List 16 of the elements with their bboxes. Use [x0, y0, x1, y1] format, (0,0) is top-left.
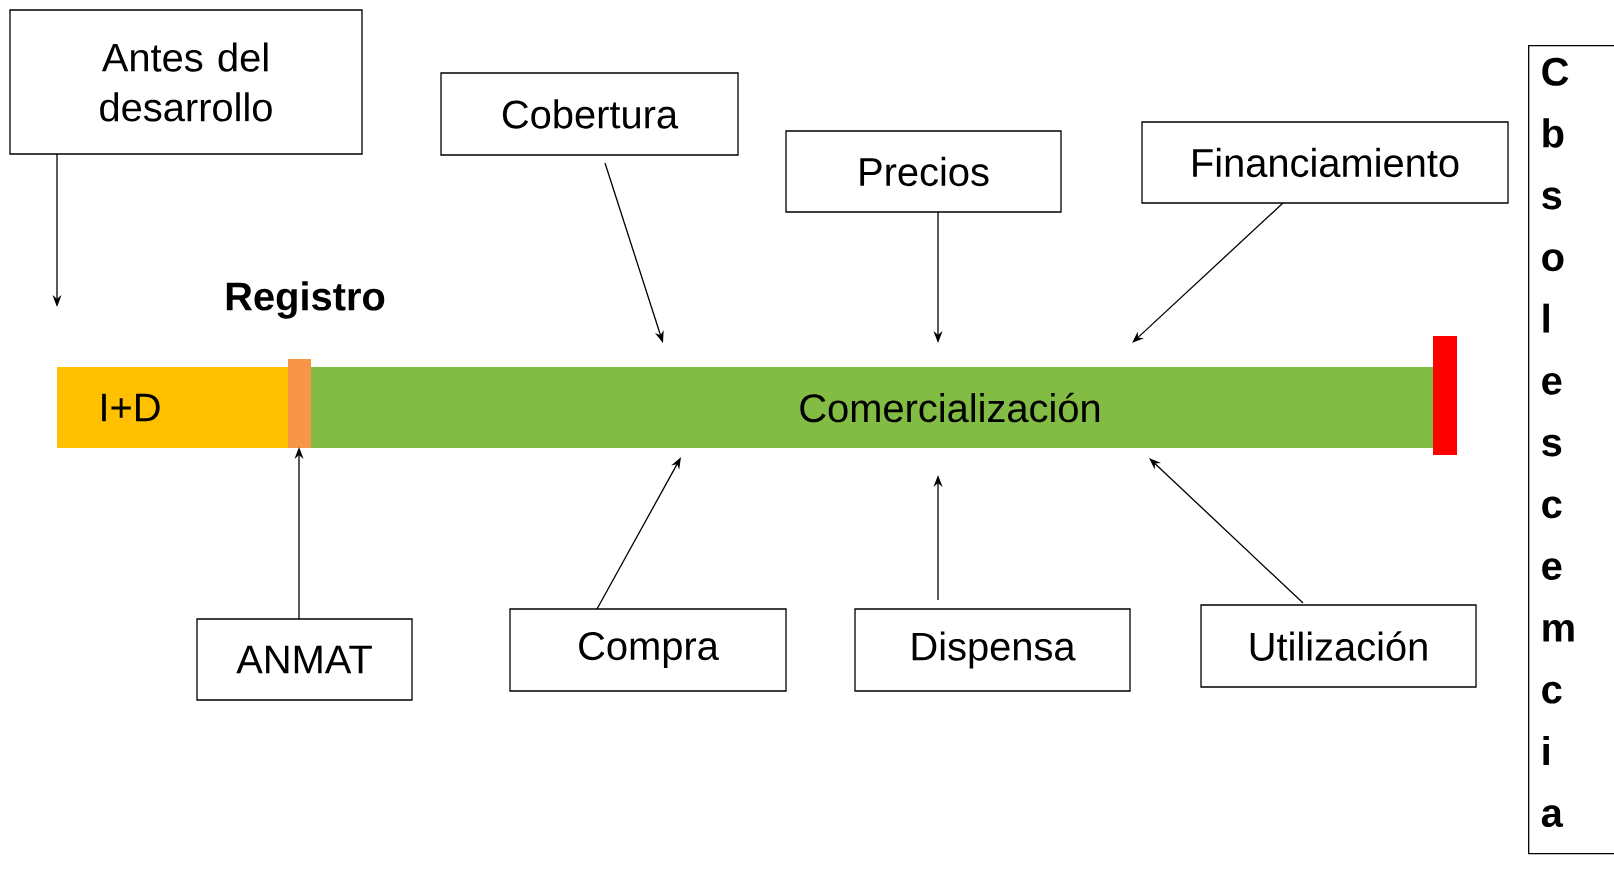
text-box: Antes del desarrollo	[9, 9, 363, 155]
timeline-bar	[1433, 336, 1457, 455]
arrow	[1132, 202, 1284, 343]
text-box: Dispensa	[854, 608, 1131, 692]
timeline-bar: I+D	[57, 367, 288, 448]
text-box: Cobertura	[440, 72, 739, 156]
text-box: Financiamiento	[1141, 121, 1509, 204]
text-box: Precios	[785, 130, 1062, 213]
text-box: Compra	[509, 608, 787, 692]
stage-label: Registro	[226, 281, 385, 319]
arrow	[1149, 458, 1304, 604]
text-box: Utilización	[1200, 604, 1477, 688]
timeline-bar: Comercialización	[311, 367, 1434, 448]
text-box: C b s o l e s c e m c i a	[1528, 45, 1614, 855]
text-box: ANMAT	[196, 618, 413, 701]
timeline-bar	[288, 359, 311, 448]
